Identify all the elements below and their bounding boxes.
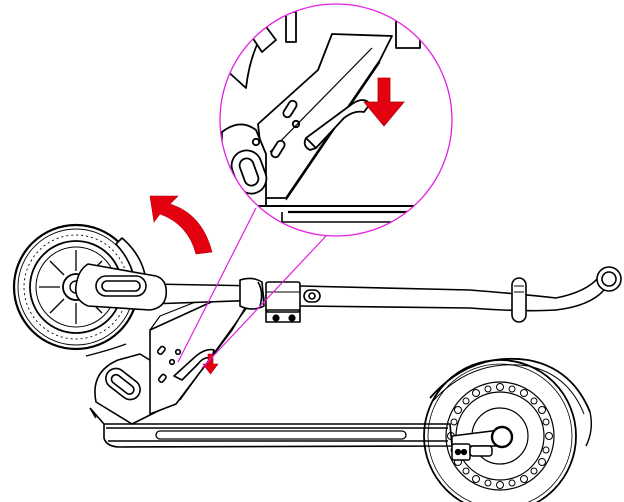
rear-axle-kickstand: [451, 425, 514, 461]
rear-wheel-motor-bolts: [447, 383, 553, 489]
down-arrow-large-icon: [363, 77, 405, 127]
zoom-detail: [220, 4, 452, 236]
callout-lines: [177, 207, 327, 369]
rear-wheel: [423, 357, 593, 502]
front-fork: [74, 237, 168, 357]
zoom-detail-border: [219, 3, 453, 237]
rear-fender-tail: [585, 411, 593, 447]
curved-rotate-arrow-icon: [149, 195, 213, 255]
deck: [89, 407, 453, 448]
rear-fender: [429, 357, 591, 413]
handlebar-grip: [511, 266, 622, 323]
